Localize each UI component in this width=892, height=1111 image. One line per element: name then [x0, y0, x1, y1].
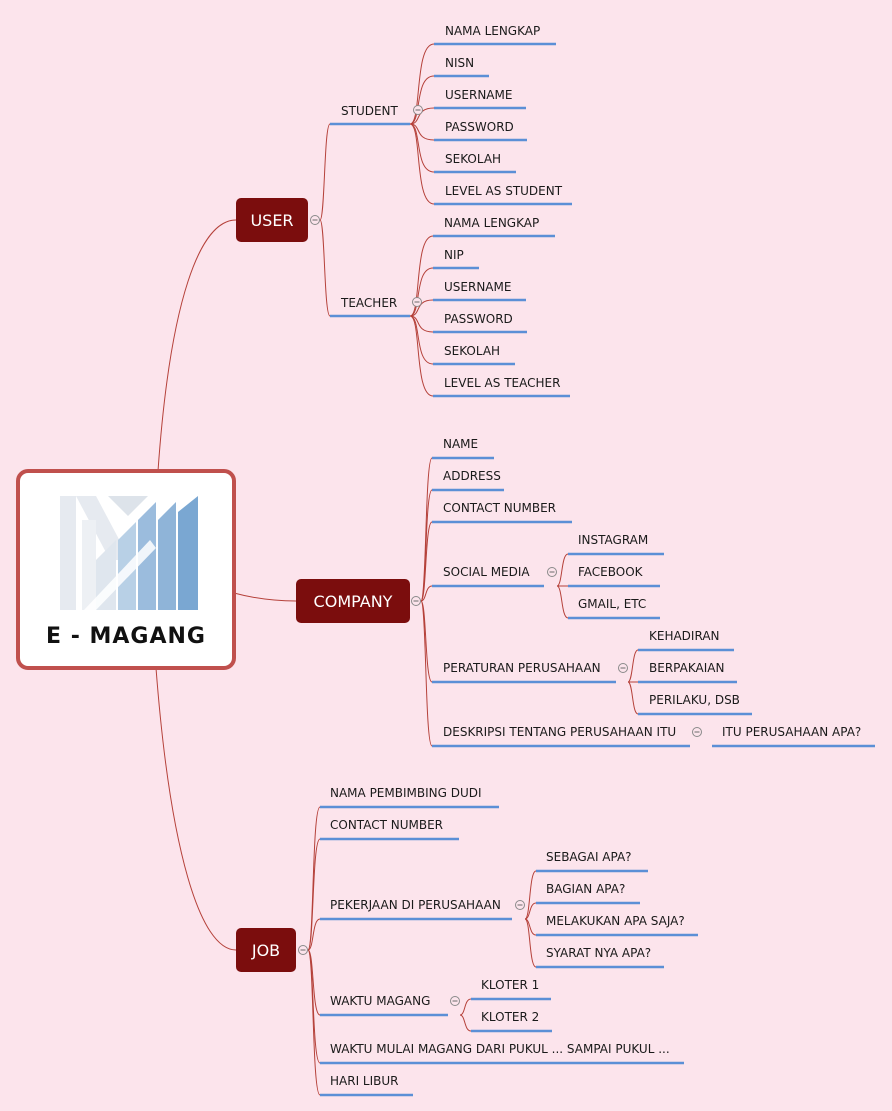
collapse-toggle-icon[interactable]	[298, 945, 308, 955]
connector-line	[459, 1014, 472, 1032]
connector-line	[307, 838, 321, 951]
pekerjaan-item[interactable]: BAGIAN APA?	[546, 882, 625, 896]
social-media-item[interactable]: INSTAGRAM	[578, 533, 648, 547]
pekerjaan-item[interactable]: SYARAT NYA APA?	[546, 946, 651, 960]
peraturan-item[interactable]: KEHADIRAN	[649, 629, 720, 643]
peraturan-item[interactable]: BERPAKAIAN	[649, 661, 724, 675]
connector-line	[307, 918, 321, 951]
root-to-job-line	[155, 667, 237, 951]
topic-deskripsi[interactable]: DESKRIPSI TENTANG PERUSAHAAN ITU	[443, 725, 676, 739]
collapse-toggle-icon[interactable]	[692, 727, 702, 737]
connector-line	[556, 553, 569, 587]
topic-pembimbing[interactable]: NAMA PEMBIMBING DUDI	[330, 786, 482, 800]
topic-pekerjaan[interactable]: PEKERJAAN DI PERUSAHAAN	[330, 898, 501, 912]
connector-line	[627, 681, 639, 715]
waktu-item[interactable]: KLOTER 2	[481, 1010, 539, 1024]
pekerjaan-item[interactable]: MELAKUKAN APA SAJA?	[546, 914, 685, 928]
topic-job-contact[interactable]: CONTACT NUMBER	[330, 818, 443, 832]
collapse-toggle-icon[interactable]	[412, 297, 422, 307]
connector-line	[556, 585, 569, 619]
teacher-item[interactable]: USERNAME	[444, 280, 511, 294]
topic-student[interactable]: STUDENT	[341, 104, 399, 118]
connector-line	[409, 123, 435, 173]
connector-line	[627, 649, 639, 683]
connector-line	[420, 600, 433, 683]
collapse-toggle-icon[interactable]	[413, 105, 423, 115]
connector-line	[409, 75, 435, 125]
deskripsi-item[interactable]: ITU PERUSAHAAN APA?	[722, 725, 861, 739]
collapse-toggle-icon[interactable]	[411, 596, 421, 606]
branch-job[interactable]: JOB	[236, 928, 296, 972]
collapse-toggle-icon[interactable]	[618, 663, 628, 673]
root-to-company-line	[233, 592, 297, 602]
collapse-toggle-icon[interactable]	[310, 215, 320, 225]
teacher-item[interactable]: LEVEL AS TEACHER	[444, 376, 560, 390]
connector-line	[459, 998, 472, 1016]
teacher-item[interactable]: SEKOLAH	[444, 344, 500, 358]
connector-line	[420, 600, 433, 747]
peraturan-item[interactable]: PERILAKU, DSB	[649, 693, 740, 707]
topic-waktu-magang[interactable]: WAKTU MAGANG	[330, 994, 430, 1008]
connector-line	[409, 315, 434, 397]
connector-line	[420, 521, 433, 602]
collapse-toggles[interactable]	[298, 105, 702, 1006]
student-item[interactable]: NAMA LENGKAP	[445, 24, 540, 38]
social-media-item[interactable]: GMAIL, ETC	[578, 597, 646, 611]
connector-line	[409, 107, 435, 125]
connector-line	[319, 123, 331, 221]
connector-line	[319, 219, 331, 317]
collapse-toggle-icon[interactable]	[547, 567, 557, 577]
branch-company-label: COMPANY	[314, 592, 393, 611]
student-item[interactable]: SEKOLAH	[445, 152, 501, 166]
student-item[interactable]: USERNAME	[445, 88, 512, 102]
student-item[interactable]: NISN	[445, 56, 474, 70]
pekerjaan-item[interactable]: SEBAGAI APA?	[546, 850, 632, 864]
connector-lines	[155, 43, 639, 1096]
root-to-user-line	[157, 219, 237, 472]
connector-line	[409, 123, 435, 205]
topic-hari-libur[interactable]: HARI LIBUR	[330, 1074, 399, 1088]
social-media-item[interactable]: FACEBOOK	[578, 565, 644, 579]
teacher-item[interactable]: PASSWORD	[444, 312, 513, 326]
connector-line	[409, 315, 434, 365]
connector-line	[420, 585, 433, 602]
connector-line	[524, 918, 537, 968]
branch-user-label: USER	[250, 211, 293, 230]
topic-waktu-mulai[interactable]: WAKTU MULAI MAGANG DARI PUKUL ... SAMPAI…	[330, 1042, 670, 1056]
connector-line	[409, 299, 434, 317]
root-title: E - MAGANG	[46, 624, 206, 649]
connector-line	[409, 267, 434, 317]
waktu-item[interactable]: KLOTER 1	[481, 978, 539, 992]
topic-peraturan[interactable]: PERATURAN PERUSAHAAN	[443, 661, 601, 675]
connector-line	[409, 43, 435, 125]
branch-company[interactable]: COMPANY	[296, 579, 410, 623]
topic-company-contact[interactable]: CONTACT NUMBER	[443, 501, 556, 515]
topic-underlines	[320, 42, 875, 1097]
root-topic[interactable]: E - MAGANG	[16, 469, 236, 670]
collapse-toggle-icon[interactable]	[450, 996, 460, 1006]
teacher-item[interactable]: NIP	[444, 248, 464, 262]
branch-user[interactable]: USER	[236, 198, 308, 242]
collapse-toggle-icon[interactable]	[515, 900, 525, 910]
topic-company-name[interactable]: NAME	[443, 437, 478, 451]
connector-line	[524, 870, 537, 920]
topic-teacher[interactable]: TEACHER	[340, 296, 397, 310]
student-item[interactable]: PASSWORD	[445, 120, 514, 134]
e-magang-logo	[60, 496, 198, 610]
branch-job-label: JOB	[251, 941, 280, 960]
connector-line	[307, 949, 321, 1096]
teacher-item[interactable]: NAMA LENGKAP	[444, 216, 539, 230]
student-item[interactable]: LEVEL AS STUDENT	[445, 184, 563, 198]
connector-line	[409, 235, 434, 317]
topic-company-address[interactable]: ADDRESS	[443, 469, 501, 483]
connector-line	[524, 902, 537, 920]
topic-social-media[interactable]: SOCIAL MEDIA	[443, 565, 530, 579]
